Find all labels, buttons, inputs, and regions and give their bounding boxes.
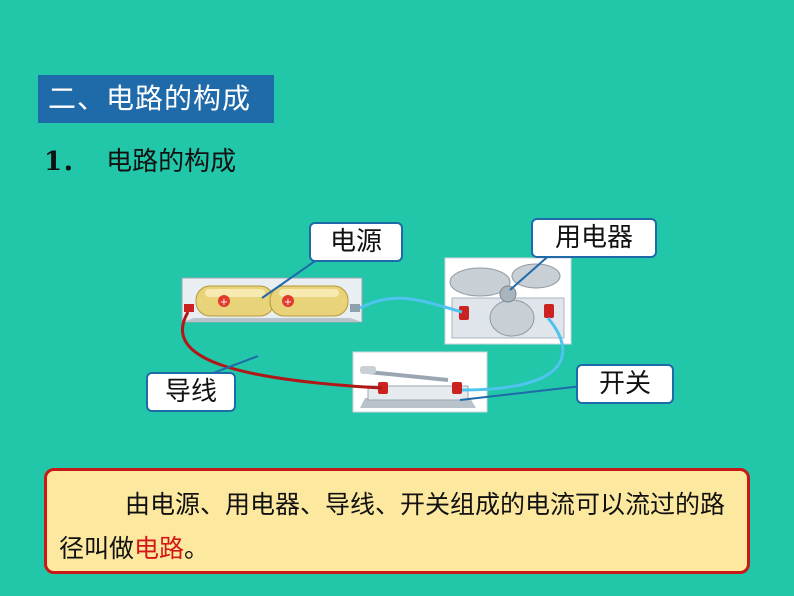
pointer-appliance [509,251,554,291]
section-title: 二、电路的构成 [38,75,274,123]
label-power: 电源 [309,222,403,262]
label-appliance: 用电器 [531,218,657,258]
subtitle: 1． 电路的构成 [44,144,236,180]
wire-red [181,311,383,390]
wire-blue-right [461,317,565,392]
definition-box: 由电源、用电器、导线、开关组成的电流可以流过的路径叫做电路。 [44,468,750,574]
svg-text:+: + [284,297,292,308]
subtitle-text: 电路的构成 [106,147,237,177]
definition-highlight: 电路 [134,534,185,563]
label-switch: 开关 [576,364,674,404]
battery-icon: + + [181,277,363,323]
definition-text: 由电源、用电器、导线、开关组成的电流可以流过的路径叫做 [59,490,726,563]
subtitle-number: 1． [44,147,89,177]
switch-icon [352,351,488,413]
wire-blue-top [359,296,463,314]
label-wire: 导线 [146,372,236,412]
fan-icon [444,257,572,345]
definition-end: 。 [184,534,210,563]
svg-text:+: + [220,297,228,308]
